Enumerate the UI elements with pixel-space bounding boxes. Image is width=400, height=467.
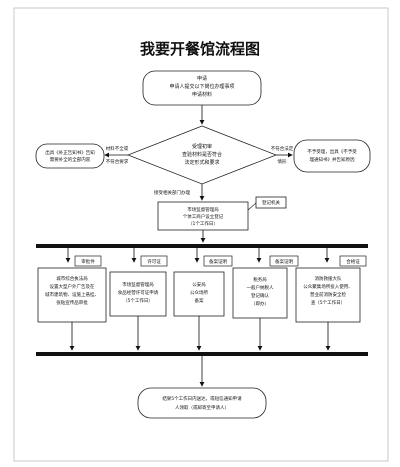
register-tag-text: 登记机关	[262, 199, 280, 206]
branch-line: 公安局	[192, 281, 206, 288]
left-edge-label: 不符合要求	[106, 158, 129, 165]
branch-tag	[74, 255, 102, 267]
left-box-line: 需要补全的全部内容	[50, 156, 91, 163]
branch-line: （5个工作日）	[123, 297, 153, 304]
end-line: 结果5个工作日内送达，或短信通知申请	[162, 395, 242, 402]
right-result-box	[293, 139, 371, 173]
branch-tag-text: 合格证	[346, 258, 360, 265]
branch-box-2	[109, 271, 167, 317]
branch-line: 市场监督管理局	[122, 281, 154, 288]
accept-label: 接受相关部门办理	[154, 189, 190, 196]
branch-box-5	[295, 267, 361, 323]
branch-line: 查（5个工作日）	[311, 299, 345, 306]
branch-tag-text: 备案证明	[275, 258, 293, 265]
left-result-box	[35, 143, 105, 169]
merge-bar	[36, 352, 368, 356]
page-title: 我要开餐馆流程图	[140, 40, 260, 58]
branch-line: 城市建筑物、设施上悬挂、	[45, 291, 99, 298]
branch-tag	[203, 255, 233, 267]
register-line: 市场监督管理局	[187, 206, 219, 213]
branch-line: 设置大型户外广告及在	[50, 283, 95, 290]
branch-line: 公众聚集场所投入使用、	[303, 283, 353, 290]
branch-line: 食品经营许可证申请	[118, 289, 159, 296]
branch-line: 消防救援大队	[315, 275, 342, 282]
branch-line: 城市综合执法局	[56, 275, 88, 282]
end-box	[137, 387, 267, 419]
right-edge-label: 情形	[278, 158, 287, 165]
branch-line: 备案	[195, 297, 204, 304]
branch-tag-text: 备案证明	[209, 258, 227, 265]
branch-line: 营业前消防安全检	[310, 291, 346, 298]
branch-line: （即办）	[251, 300, 269, 307]
register-tag	[255, 196, 287, 209]
branch-tag	[140, 255, 168, 267]
branch-line: 张贴宣传品审批	[56, 299, 88, 306]
right-box-line: 不予受理，出具《不予受	[307, 148, 357, 155]
register-line: 个体工商户设立登记	[183, 213, 224, 220]
start-line: 申请	[197, 75, 207, 82]
decision-line: 法定形式和要求	[184, 159, 219, 166]
decision-line: 受理初审	[192, 143, 212, 150]
branch-tag	[269, 255, 299, 267]
end-line: 人领取（或邮寄至申请人）	[175, 404, 229, 411]
branch-line: 一般户纳税人	[247, 284, 274, 291]
branch-tag	[339, 255, 367, 267]
branch-line: 税务局	[253, 276, 267, 283]
right-edge-label: 不符合法定	[271, 145, 294, 152]
branch-line: 登记确认	[251, 292, 269, 299]
decision-line: 查验材料是否符合	[182, 151, 222, 158]
split-bar	[36, 244, 368, 248]
left-box-line: 出具《补正告知书》告知	[45, 149, 95, 156]
start-line: 申请人提交以下岗位办理事项	[169, 83, 234, 90]
register-tag-connector	[247, 202, 257, 211]
page-border	[13, 7, 389, 462]
register-box	[157, 201, 249, 231]
branch-tag-text: 许可证	[147, 258, 161, 265]
left-edge-label: 材料不全或	[106, 145, 129, 152]
register-line: （1个工作日）	[188, 220, 218, 227]
branch-tag-text: 审批件	[81, 258, 95, 265]
right-box-line: 理通知书》并告知原因	[310, 156, 355, 163]
branch-box-4	[232, 267, 288, 319]
branch-line: 公众场所	[190, 289, 208, 296]
start-line: 申请材料	[192, 91, 212, 98]
